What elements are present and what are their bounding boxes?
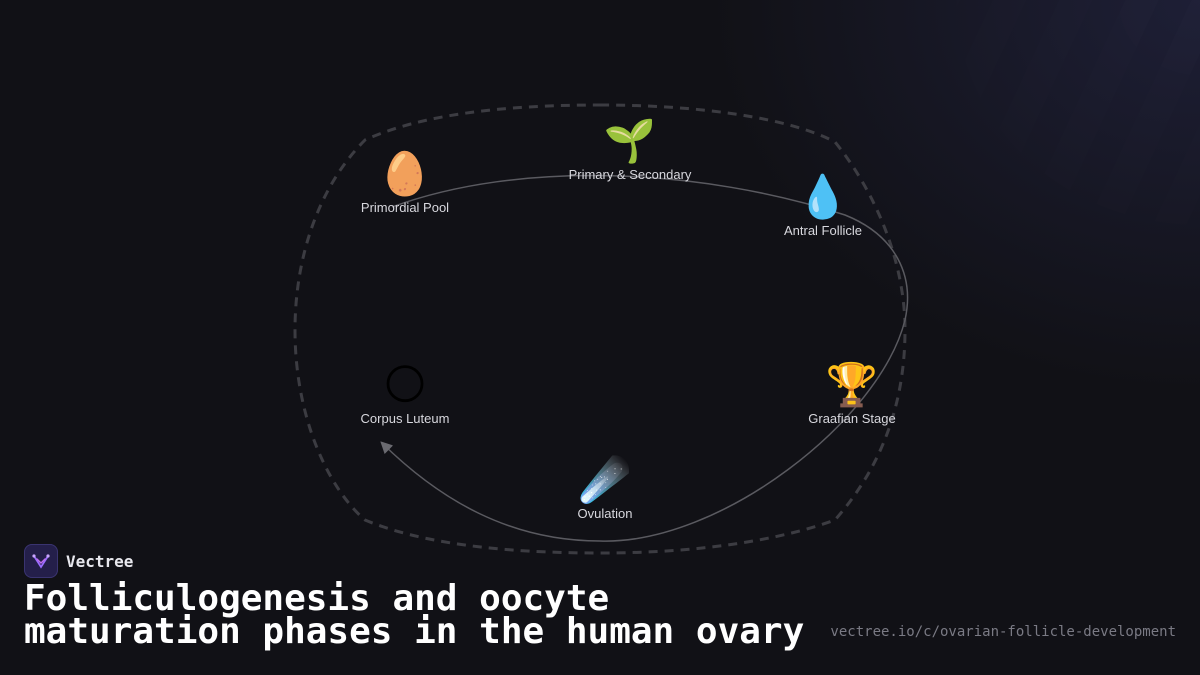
- brand: Vectree: [24, 544, 133, 578]
- node-antral-follicle: 💧 Antral Follicle: [733, 172, 913, 239]
- brand-name: Vectree: [66, 551, 134, 571]
- node-primary-secondary: 🌱 Primary & Secondary: [540, 116, 720, 183]
- node-graafian-stage: 🏆 Graafian Stage: [762, 360, 942, 427]
- node-corpus-luteum: 🌕 Corpus Luteum: [315, 360, 495, 427]
- node-label: Primordial Pool: [360, 200, 450, 215]
- node-label: Graafian Stage: [808, 411, 896, 426]
- comet-icon: ☄️: [578, 455, 632, 504]
- source-url[interactable]: vectree.io/c/ovarian-follicle-developmen…: [830, 624, 1176, 640]
- seedling-icon: 🌱: [603, 116, 657, 165]
- full-moon-icon: 🌕: [383, 360, 427, 409]
- page-title: Folliculogenesis and oocyte maturation p…: [24, 578, 805, 652]
- vectree-logo-icon: [24, 544, 58, 578]
- node-label: Primary & Secondary: [568, 167, 692, 182]
- node-ovulation: ☄️ Ovulation: [515, 455, 695, 522]
- node-label: Corpus Luteum: [360, 411, 450, 426]
- node-primordial-pool: 🥚 Primordial Pool: [315, 149, 495, 216]
- dashed-outline: [293, 103, 907, 555]
- cycle-arrow: [380, 174, 909, 542]
- egg-icon: 🥚: [378, 149, 432, 198]
- node-label: Antral Follicle: [783, 223, 863, 238]
- node-label: Ovulation: [577, 506, 633, 521]
- droplet-icon: 💧: [796, 172, 850, 221]
- trophy-icon: 🏆: [825, 360, 879, 409]
